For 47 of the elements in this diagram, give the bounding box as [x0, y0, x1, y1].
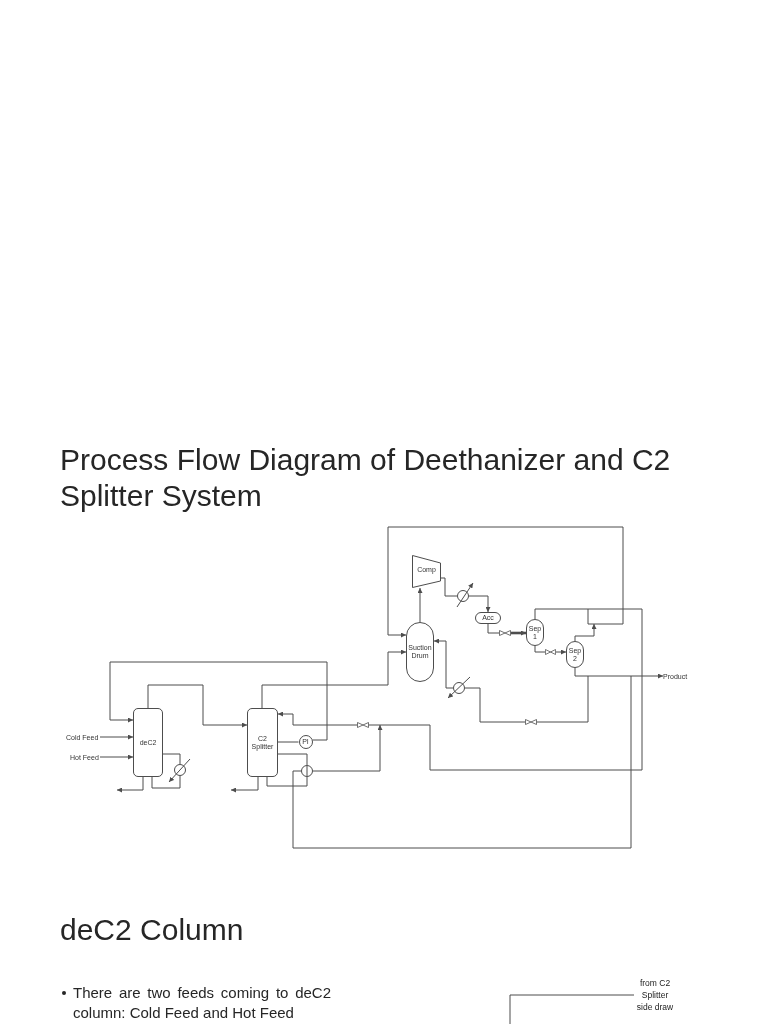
- bullet-text: There are two feeds coming to deC2 column: Cold Feed and Hot Feed: [73, 983, 331, 1023]
- flow-arrow: [277, 711, 358, 726]
- compressor-symbol: [412, 555, 441, 588]
- stream-label: from C2 Splitter side draw: [634, 977, 676, 1013]
- valve-symbol: [545, 649, 556, 655]
- flow-arrow: [99, 754, 134, 760]
- pipe-line: [440, 577, 458, 597]
- pipe-line: [151, 775, 181, 789]
- flow-arrow: [109, 661, 328, 741]
- flow-arrow: [574, 623, 597, 642]
- valve-symbol: [525, 719, 537, 725]
- flow-arrow: [230, 776, 259, 793]
- flow-arrow: [468, 595, 491, 613]
- flow-arrow: [312, 724, 383, 772]
- flow-arrow: [555, 649, 567, 655]
- column-vessel: [133, 708, 163, 777]
- flow-arrow: [147, 684, 248, 728]
- pipe-line: [587, 608, 595, 625]
- pipe-line: [464, 687, 526, 723]
- separator-vessel: [566, 641, 584, 668]
- drum-vessel: [406, 622, 434, 682]
- pipe-line: [536, 675, 589, 723]
- section-heading: deC2 Column: [60, 912, 244, 948]
- flow-arrow: [417, 587, 423, 623]
- pipe-line: [368, 724, 381, 726]
- pipe-line: [162, 753, 181, 765]
- flow-arrow: [433, 638, 454, 689]
- slide-title: Process Flow Diagram of Deethanizer and C2 Splitter System: [60, 442, 672, 514]
- flow-arrow: [261, 649, 407, 709]
- accumulator-vessel: [475, 612, 501, 624]
- pipe-line: [277, 741, 299, 743]
- separator-vessel: [526, 619, 544, 646]
- pipe-line: [266, 776, 308, 787]
- valve-symbol: [499, 630, 511, 636]
- pipe-line: [509, 994, 635, 1024]
- pipe-line: [277, 753, 308, 766]
- pipe-line: [379, 608, 643, 771]
- flow-arrow: [387, 526, 624, 638]
- valve-symbol: [357, 722, 369, 728]
- pipe-line: [292, 675, 632, 849]
- pipe-line: [487, 623, 500, 634]
- flow-arrow: [116, 776, 144, 793]
- column-vessel: [247, 708, 278, 777]
- flow-arrow: [99, 734, 134, 740]
- pipe-line: [534, 608, 589, 620]
- pipe-line: [534, 645, 546, 653]
- instrument-bubble: [298, 735, 313, 749]
